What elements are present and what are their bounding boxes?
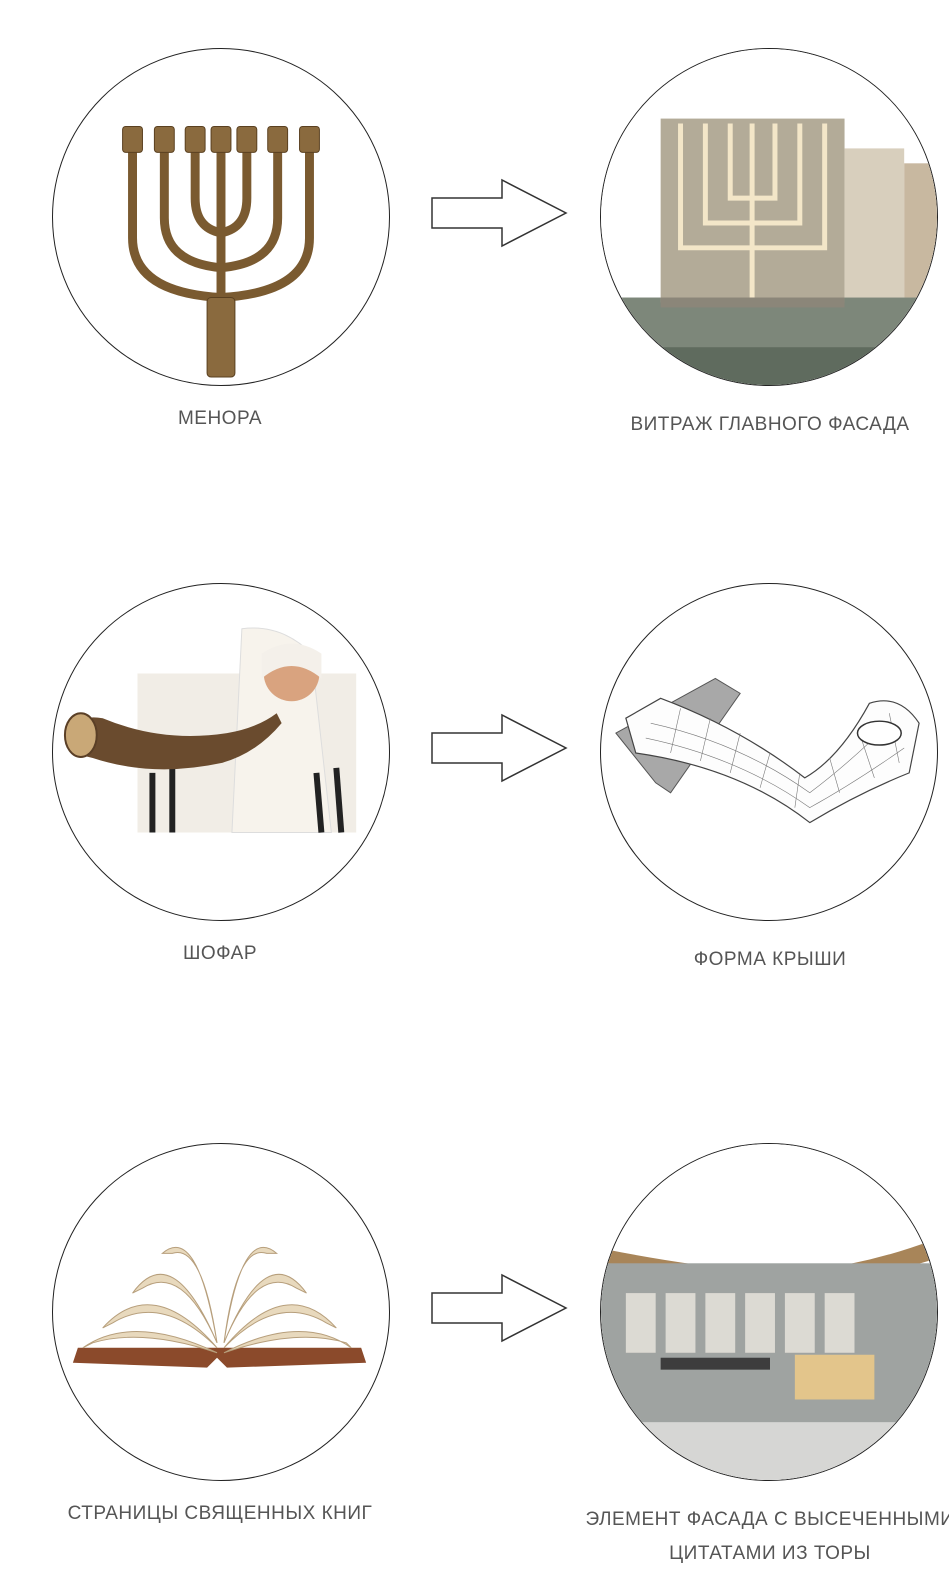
right-arrow-icon [430, 178, 570, 248]
right-arrow-icon [430, 713, 570, 783]
source-label: ШОФАР [0, 943, 440, 965]
menorah-image [52, 48, 390, 386]
book-pages-image [52, 1143, 390, 1481]
facade-element-image [600, 1143, 938, 1481]
result-label: ВИТРАЖ ГЛАВНОГО ФАСАДА [560, 408, 949, 442]
roof-form-image [600, 583, 938, 921]
source-label: МЕНОРА [0, 408, 440, 430]
right-arrow-icon [430, 1273, 570, 1343]
analogy-row-book: СТРАНИЦЫ СВЯЩЕННЫХ КНИГ ЭЛЕМЕНТ ФАСАДА С… [0, 1143, 949, 1583]
analogy-row-shofar: ШОФАР ФОРМА КРЫШИ [0, 583, 949, 1023]
facade-stained-glass-image [600, 48, 938, 386]
source-label: СТРАНИЦЫ СВЯЩЕННЫХ КНИГ [0, 1503, 440, 1525]
shofar-image [52, 583, 390, 921]
result-label: ЭЛЕМЕНТ ФАСАДА С ВЫСЕЧЕННЫМИ ЦИТАТАМИ ИЗ… [560, 1503, 949, 1571]
result-label: ФОРМА КРЫШИ [560, 943, 949, 977]
analogy-row-menorah: МЕНОРА ВИТРАЖ ГЛАВНОГО ФАСАДА [0, 48, 949, 488]
